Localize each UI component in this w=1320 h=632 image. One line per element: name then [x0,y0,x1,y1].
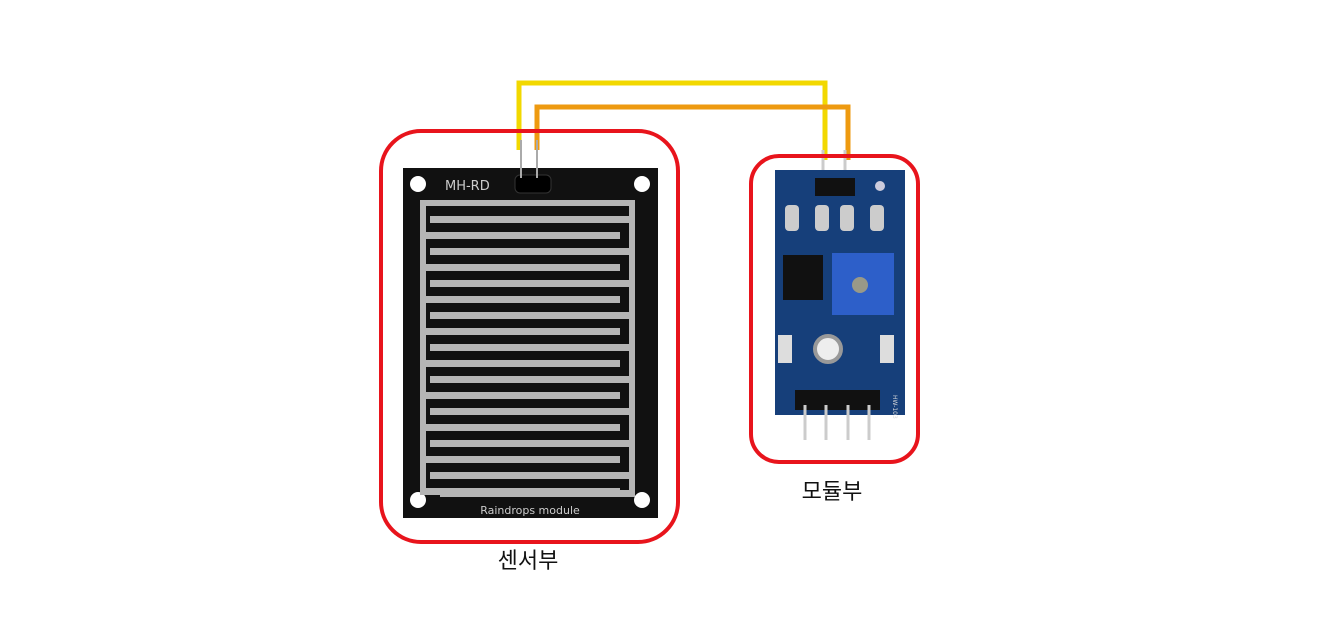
module-output-header [795,390,880,410]
sensor-trace [420,296,620,303]
sensor-trace [420,360,620,367]
sensor-trace [420,200,426,490]
sensor-trace [440,490,635,497]
sensor-trace [420,328,620,335]
mount-hole-icon [813,334,843,364]
sensor-trace [430,440,635,447]
sensor-trace [430,312,635,319]
connection-wires [516,80,851,160]
sensor-label: 센서부 [497,549,559,574]
sensor-trace [420,200,635,206]
sensor-trace [420,264,620,271]
mount-hole-icon [410,492,426,508]
module-board-text: HW-103 [891,395,898,419]
sensor-trace [430,216,635,223]
module-label: 모듈부 [801,480,863,505]
signal-led [880,335,894,363]
sensor-trace [420,456,620,463]
sensor-board-top-text: MH-RD [445,179,490,194]
module-board: HW-103 [775,150,905,440]
mount-hole-icon [634,176,650,192]
sensor-trace [430,376,635,383]
sensor-trace [430,248,635,255]
module-input-header [815,178,855,196]
sensor-trace [430,280,635,287]
sensor-trace [430,472,635,479]
sensor-trace [420,392,620,399]
module-highlight-box [749,154,920,464]
sensor-header-pins [514,174,552,194]
sensor-highlight-box [379,129,680,544]
sensor-trace [430,344,635,351]
sensor-board-bottom-text: Raindrops module [480,504,580,517]
sensor-trace [430,408,635,415]
comparator-chip [783,255,823,300]
sensor-board: MH-RD Raindrops module [403,140,658,518]
sensor-trace [420,424,620,431]
power-led [778,335,792,363]
wire-yellow [516,80,828,160]
sensor-comb-traces [420,200,635,497]
wire-orange [534,104,851,160]
mount-hole-icon [634,492,650,508]
mount-hole-icon [410,176,426,192]
sensor-trace [420,232,620,239]
